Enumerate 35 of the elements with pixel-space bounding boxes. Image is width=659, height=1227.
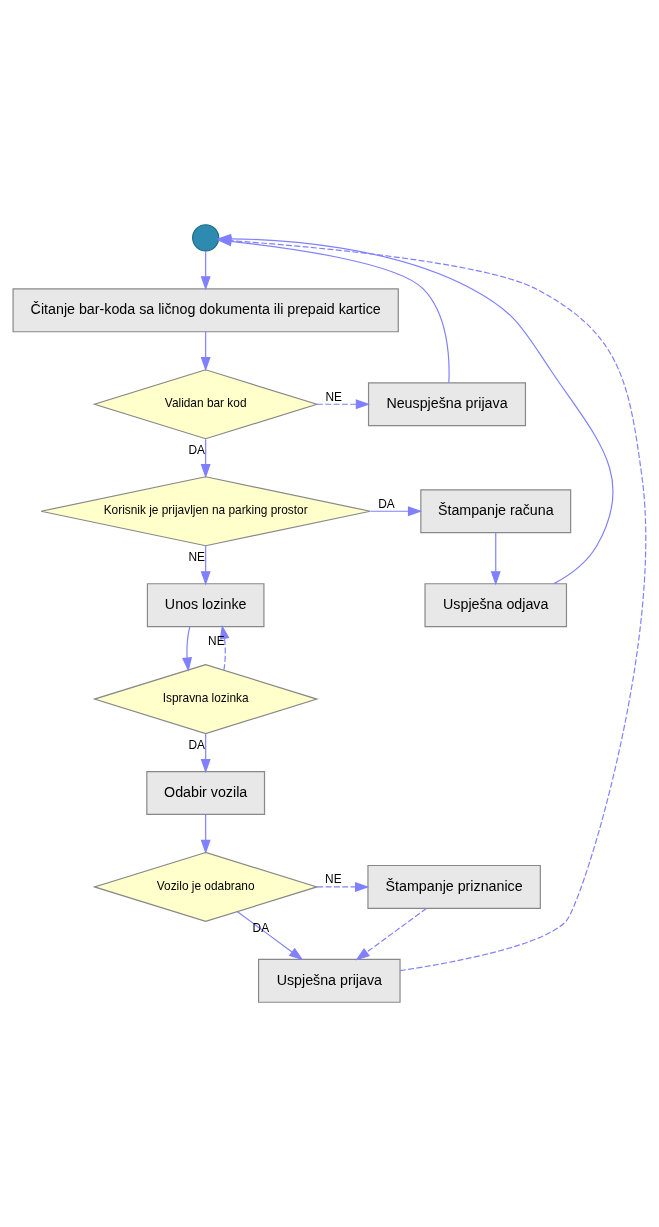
arrow xyxy=(369,506,423,517)
arrow xyxy=(182,626,192,672)
edge-label: NE xyxy=(325,389,343,404)
arrow xyxy=(316,399,371,410)
node-diamond: Vozilo je odabrano xyxy=(92,851,319,923)
arrow xyxy=(236,911,304,961)
arrow xyxy=(200,438,211,479)
node-box: Uspješna odjava xyxy=(424,583,568,628)
edge-label: DA xyxy=(188,442,206,457)
node-diamond: Korisnik je prijavljen na parking prostor xyxy=(40,476,371,547)
node-box: Odabir vozila xyxy=(146,771,266,815)
arrow xyxy=(219,624,230,671)
arrow xyxy=(200,331,211,372)
arrow xyxy=(200,250,211,291)
edge-label: NE xyxy=(325,872,342,887)
node-box: Uspješna prijava xyxy=(257,958,401,1003)
arrow xyxy=(200,733,211,774)
edge-label: DA xyxy=(188,738,206,753)
node-box: Unos lozinke xyxy=(146,583,265,628)
node-box: Neuspješna prijava xyxy=(367,382,527,427)
edge-label: NE xyxy=(208,633,225,648)
node-diamond: Ispravna lozinka xyxy=(92,664,319,735)
arrow xyxy=(355,907,428,961)
node-circle xyxy=(192,224,220,252)
node-box: Čitanje bar-koda sa ličnog dokumenta ili prepaid kartice xyxy=(12,288,399,333)
arrow xyxy=(490,532,501,586)
arrow xyxy=(200,813,211,854)
arrow xyxy=(316,881,370,892)
arrow xyxy=(200,545,211,586)
edge-label: DA xyxy=(252,920,270,935)
node-diamond: Validan bar kod xyxy=(92,369,319,440)
node-box: Štampanje računa xyxy=(420,489,572,534)
edge-label: NE xyxy=(188,550,206,565)
edge-label: DA xyxy=(378,496,395,511)
node-box: Štampanje priznanice xyxy=(367,864,541,909)
